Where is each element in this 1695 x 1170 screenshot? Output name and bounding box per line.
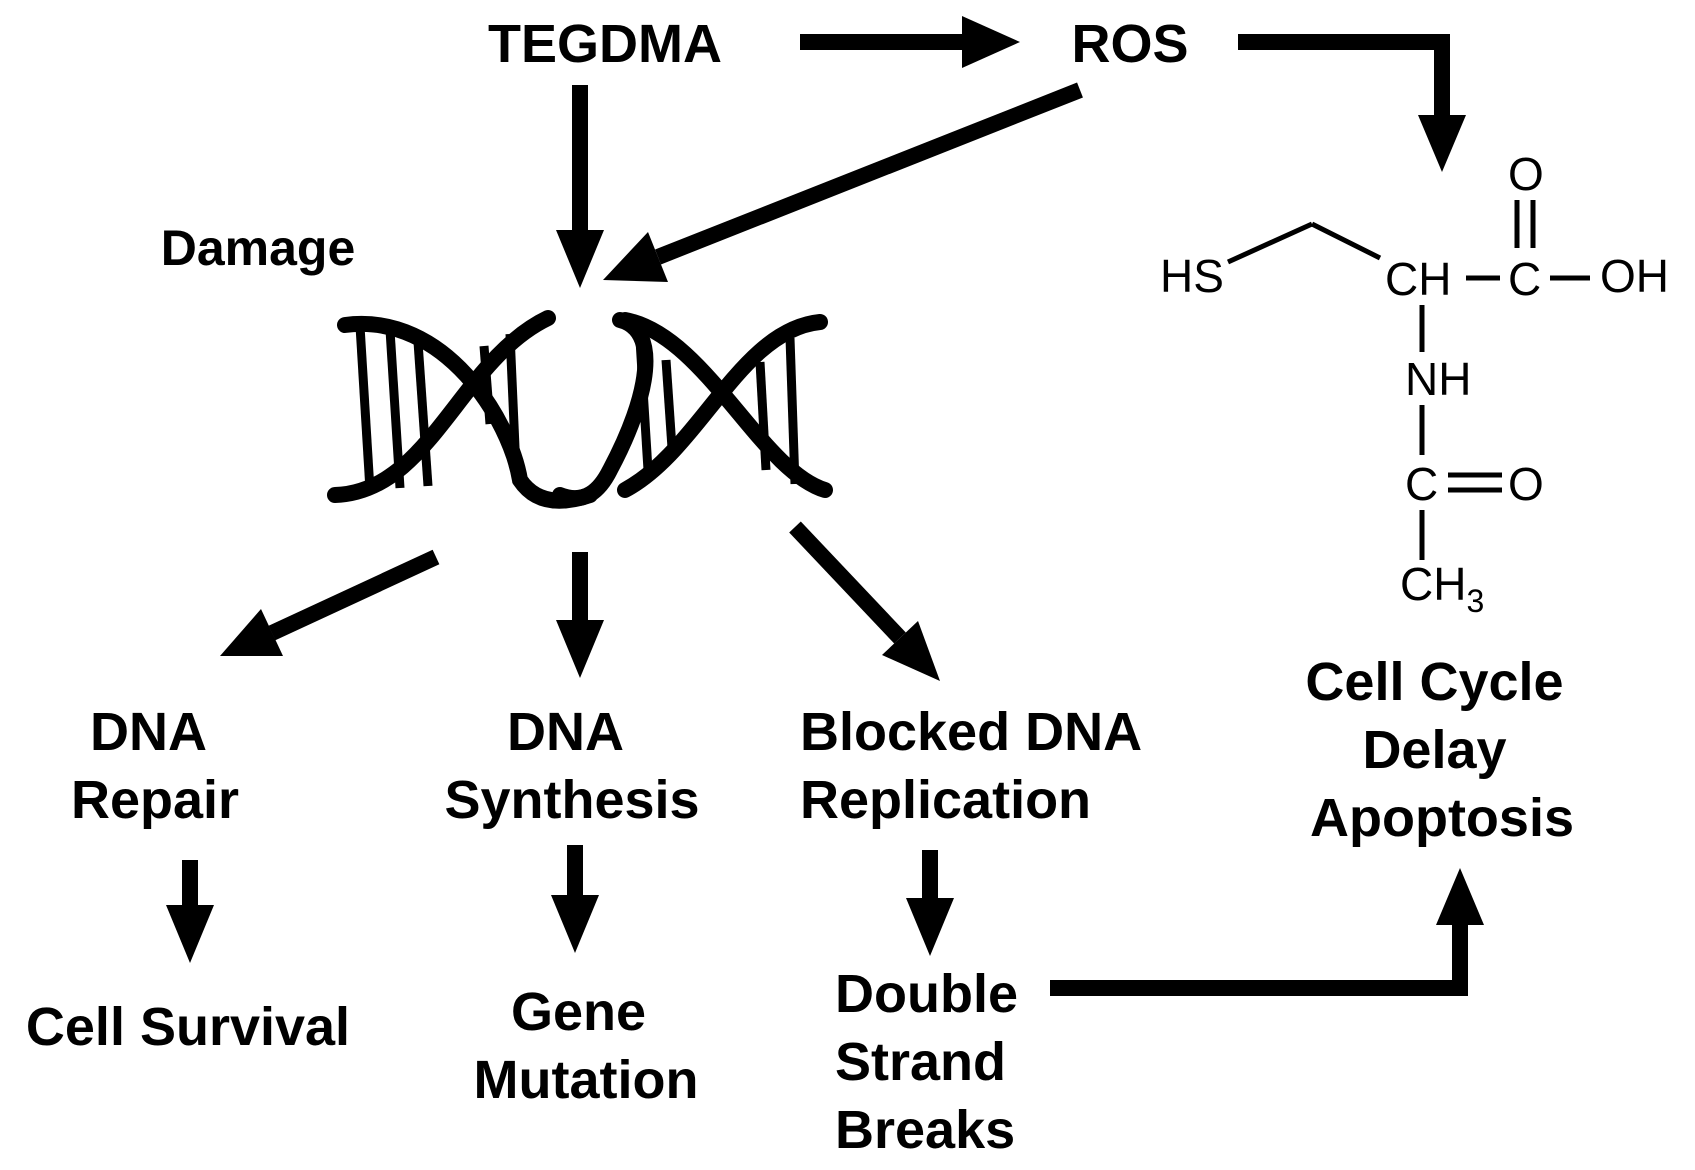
arrow-repair-to-survival — [166, 860, 214, 963]
label-ros: ROS — [1071, 14, 1188, 74]
label-dna-synthesis: DNA Synthesis — [444, 702, 699, 830]
arrow-tegdma-to-dna — [556, 85, 604, 288]
label-cell-survival: Cell Survival — [26, 997, 350, 1057]
arrow-dna-to-replication — [789, 521, 940, 681]
arrow-ros-to-dna — [603, 82, 1083, 282]
arrow-replication-to-breaks — [906, 850, 954, 956]
atom-o-top: O — [1508, 148, 1544, 200]
n-acetylcysteine-structure: HS CH C OH O NH C O CH3 — [1160, 148, 1669, 619]
label-dna-repair: DNA Repair — [71, 702, 239, 830]
label-blocked-replication: Blocked DNA Replication — [800, 702, 1155, 830]
atom-o-amide: O — [1508, 458, 1544, 510]
label-cell-cycle-apoptosis: Cell Cycle Delay Apoptosis — [1305, 652, 1578, 848]
arrow-synthesis-to-mutation — [551, 845, 599, 953]
bond-ch2-ch — [1310, 221, 1382, 261]
arrow-dna-to-repair — [220, 549, 440, 656]
label-tegdma: TEGDMA — [488, 14, 722, 74]
bond-hs-ch2 — [1226, 221, 1314, 265]
dna-helix-icon — [327, 310, 833, 509]
atom-oh: OH — [1600, 250, 1669, 302]
label-damage: Damage — [161, 220, 356, 276]
arrow-dna-to-synthesis — [556, 552, 604, 678]
atom-nh: NH — [1405, 353, 1471, 405]
arrows — [166, 16, 1484, 996]
atom-c-amide: C — [1405, 458, 1438, 510]
labels: TEGDMA ROS Damage DNA Repair DNA Synthes… — [26, 14, 1578, 1160]
atom-ch3: CH3 — [1400, 558, 1484, 619]
arrow-tegdma-to-ros — [800, 16, 1020, 68]
label-double-strand-breaks: Double Strand Breaks — [835, 964, 1033, 1160]
atom-hs: HS — [1160, 250, 1224, 302]
atom-ch: CH — [1385, 253, 1451, 305]
atom-c-acid: C — [1508, 253, 1541, 305]
label-gene-mutation: Gene Mutation — [474, 982, 699, 1110]
arrow-ros-to-cell-cycle — [1238, 34, 1466, 172]
arrow-breaks-to-cell-cycle — [1050, 868, 1484, 996]
